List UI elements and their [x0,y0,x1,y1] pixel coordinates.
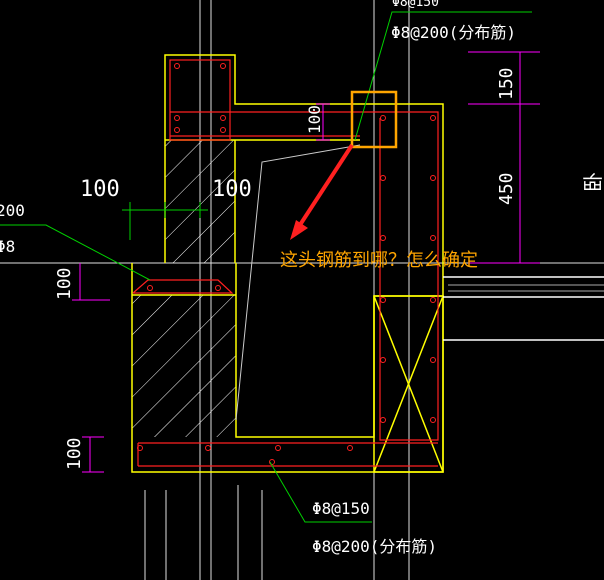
label-bottom-rebar-1: Φ8@150 [312,499,370,518]
red-arrow [290,143,354,240]
label-top-rebar: Φ8@200(分布筋) [391,23,516,42]
dim-450: 450 [496,172,517,205]
dim-100-b: 100 [212,177,252,202]
label-bottom-rebar-2: Φ8@200(分布筋) [312,537,437,556]
floor-slab-pattern [448,284,604,292]
dim-100-step: 100 [54,267,75,300]
dim-100-a: 100 [80,177,120,202]
label-left-cut-2: Φ8 [0,237,15,256]
dim-100-bottom: 100 [64,437,85,470]
dim-100-top-wall: 100 [305,105,324,134]
hatched-wall [132,140,236,437]
dim-150: 150 [496,67,517,100]
leader-lines [0,11,532,523]
rebar [132,59,439,467]
side-glyph: 卧 [581,172,604,192]
question-text: 这头钢筋到哪？怎么确定 [280,250,478,271]
rebar-dots [137,63,436,465]
concrete-outline [131,54,604,473]
dim-green-ticks [122,202,208,240]
label-left-cut-1: 200 [0,201,25,220]
highlight-box [350,90,398,149]
dimension-lines [72,51,540,473]
label-top-cut: Φ8@150 [392,0,439,10]
